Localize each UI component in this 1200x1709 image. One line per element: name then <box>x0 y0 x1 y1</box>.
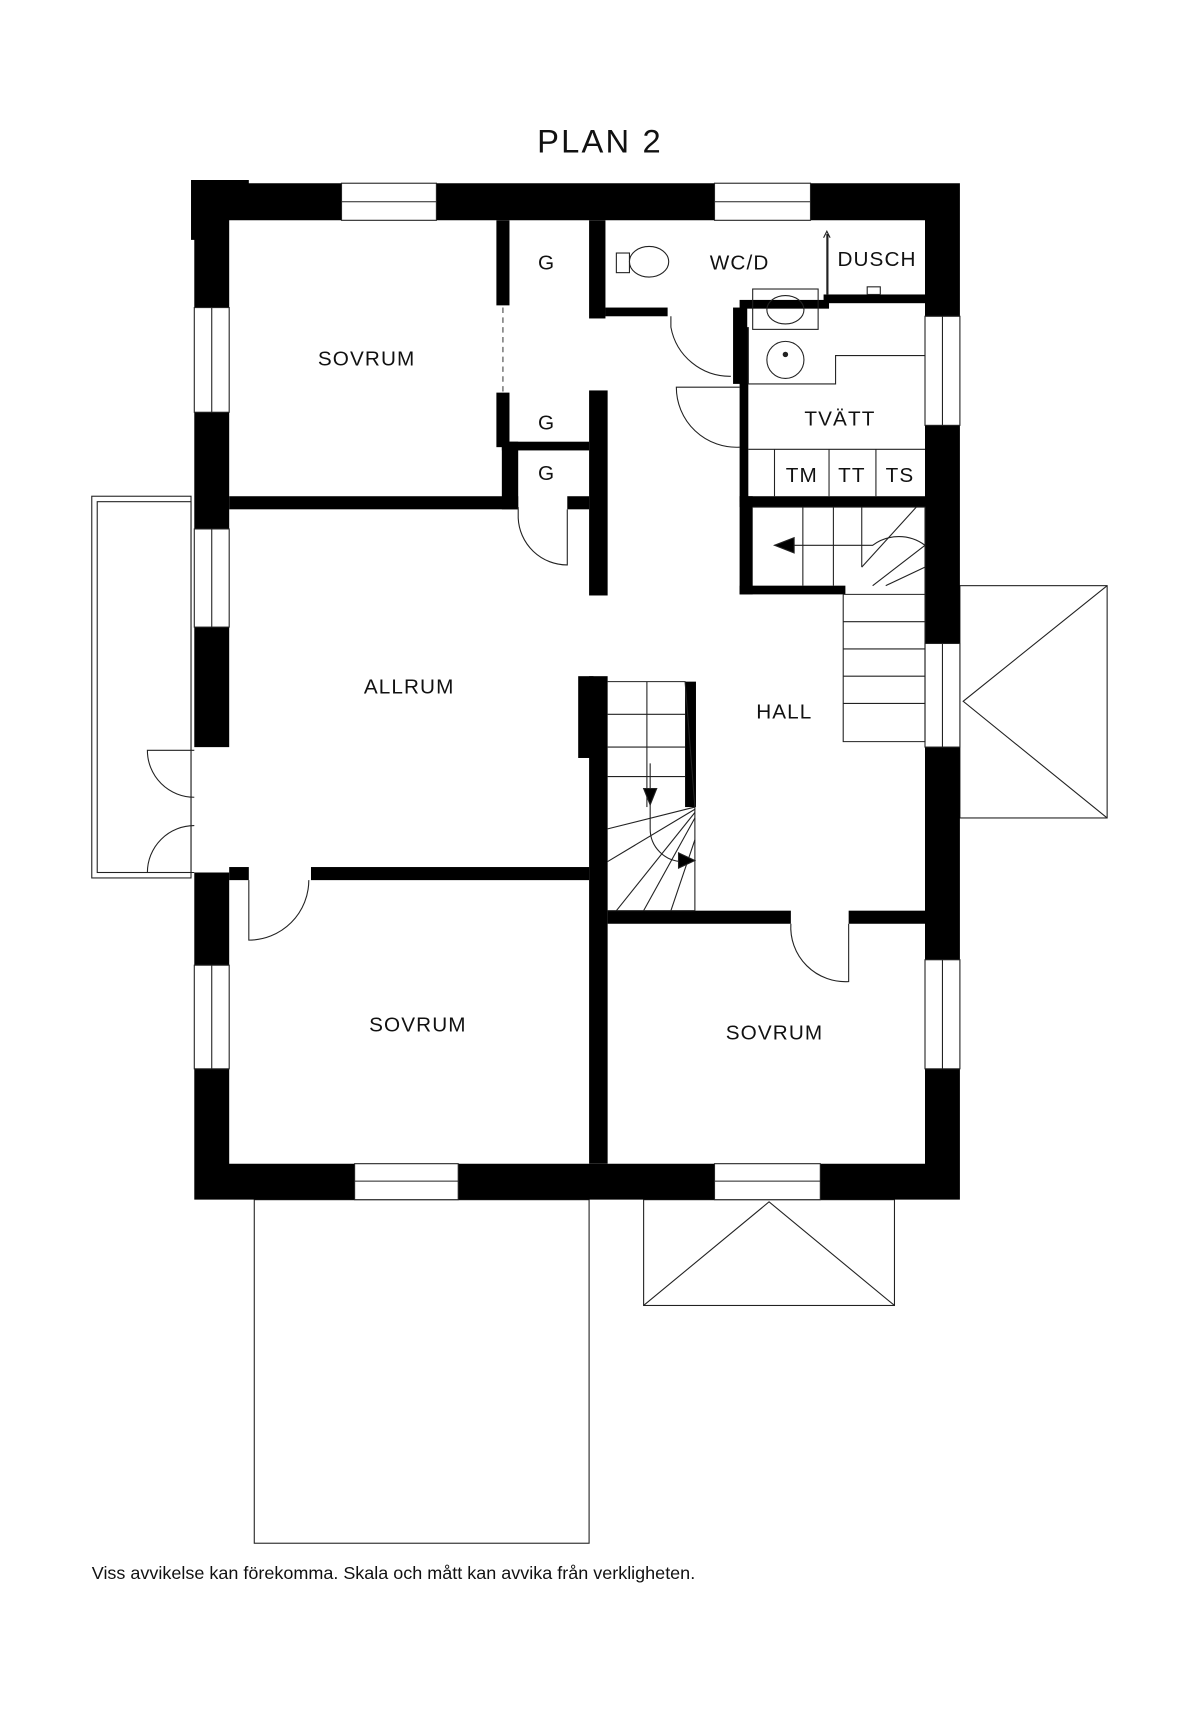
terrace-bottom <box>253 1199 590 1544</box>
plan-title: PLAN 2 <box>537 123 663 160</box>
room-label-sovrum: SOVRUM <box>369 1014 466 1037</box>
stairs-center <box>607 681 697 912</box>
windows <box>193 182 961 1201</box>
appliance-label-tm: TM <box>786 464 818 487</box>
room-label-wc: WC/D <box>710 251 770 274</box>
fixtures <box>615 229 926 497</box>
room-label-g: G <box>538 412 555 435</box>
room-label-sovrum: SOVRUM <box>318 347 415 370</box>
porch-bottom <box>643 1199 896 1307</box>
outer-walls <box>191 179 960 1200</box>
room-label-dusch: DUSCH <box>837 248 916 271</box>
appliance-label-tt: TT <box>838 464 866 487</box>
disclaimer: Viss avvikelse kan förekomma. Skala och … <box>92 1563 695 1583</box>
appliance-label-ts: TS <box>886 464 915 487</box>
balcony-door[interactable] <box>146 749 195 874</box>
porch-right <box>959 585 1108 819</box>
room-label-g: G <box>538 251 555 274</box>
room-label-sovrum: SOVRUM <box>726 1021 823 1044</box>
balcony-left <box>91 495 192 879</box>
room-label-g: G <box>538 462 555 485</box>
doors[interactable] <box>248 316 850 983</box>
stairs-right <box>752 506 926 743</box>
room-label-allrum: ALLRUM <box>364 676 455 699</box>
interior-walls <box>229 220 926 1164</box>
room-label-hall: HALL <box>756 701 812 724</box>
room-label-tvatt: TVÄTT <box>804 407 875 430</box>
